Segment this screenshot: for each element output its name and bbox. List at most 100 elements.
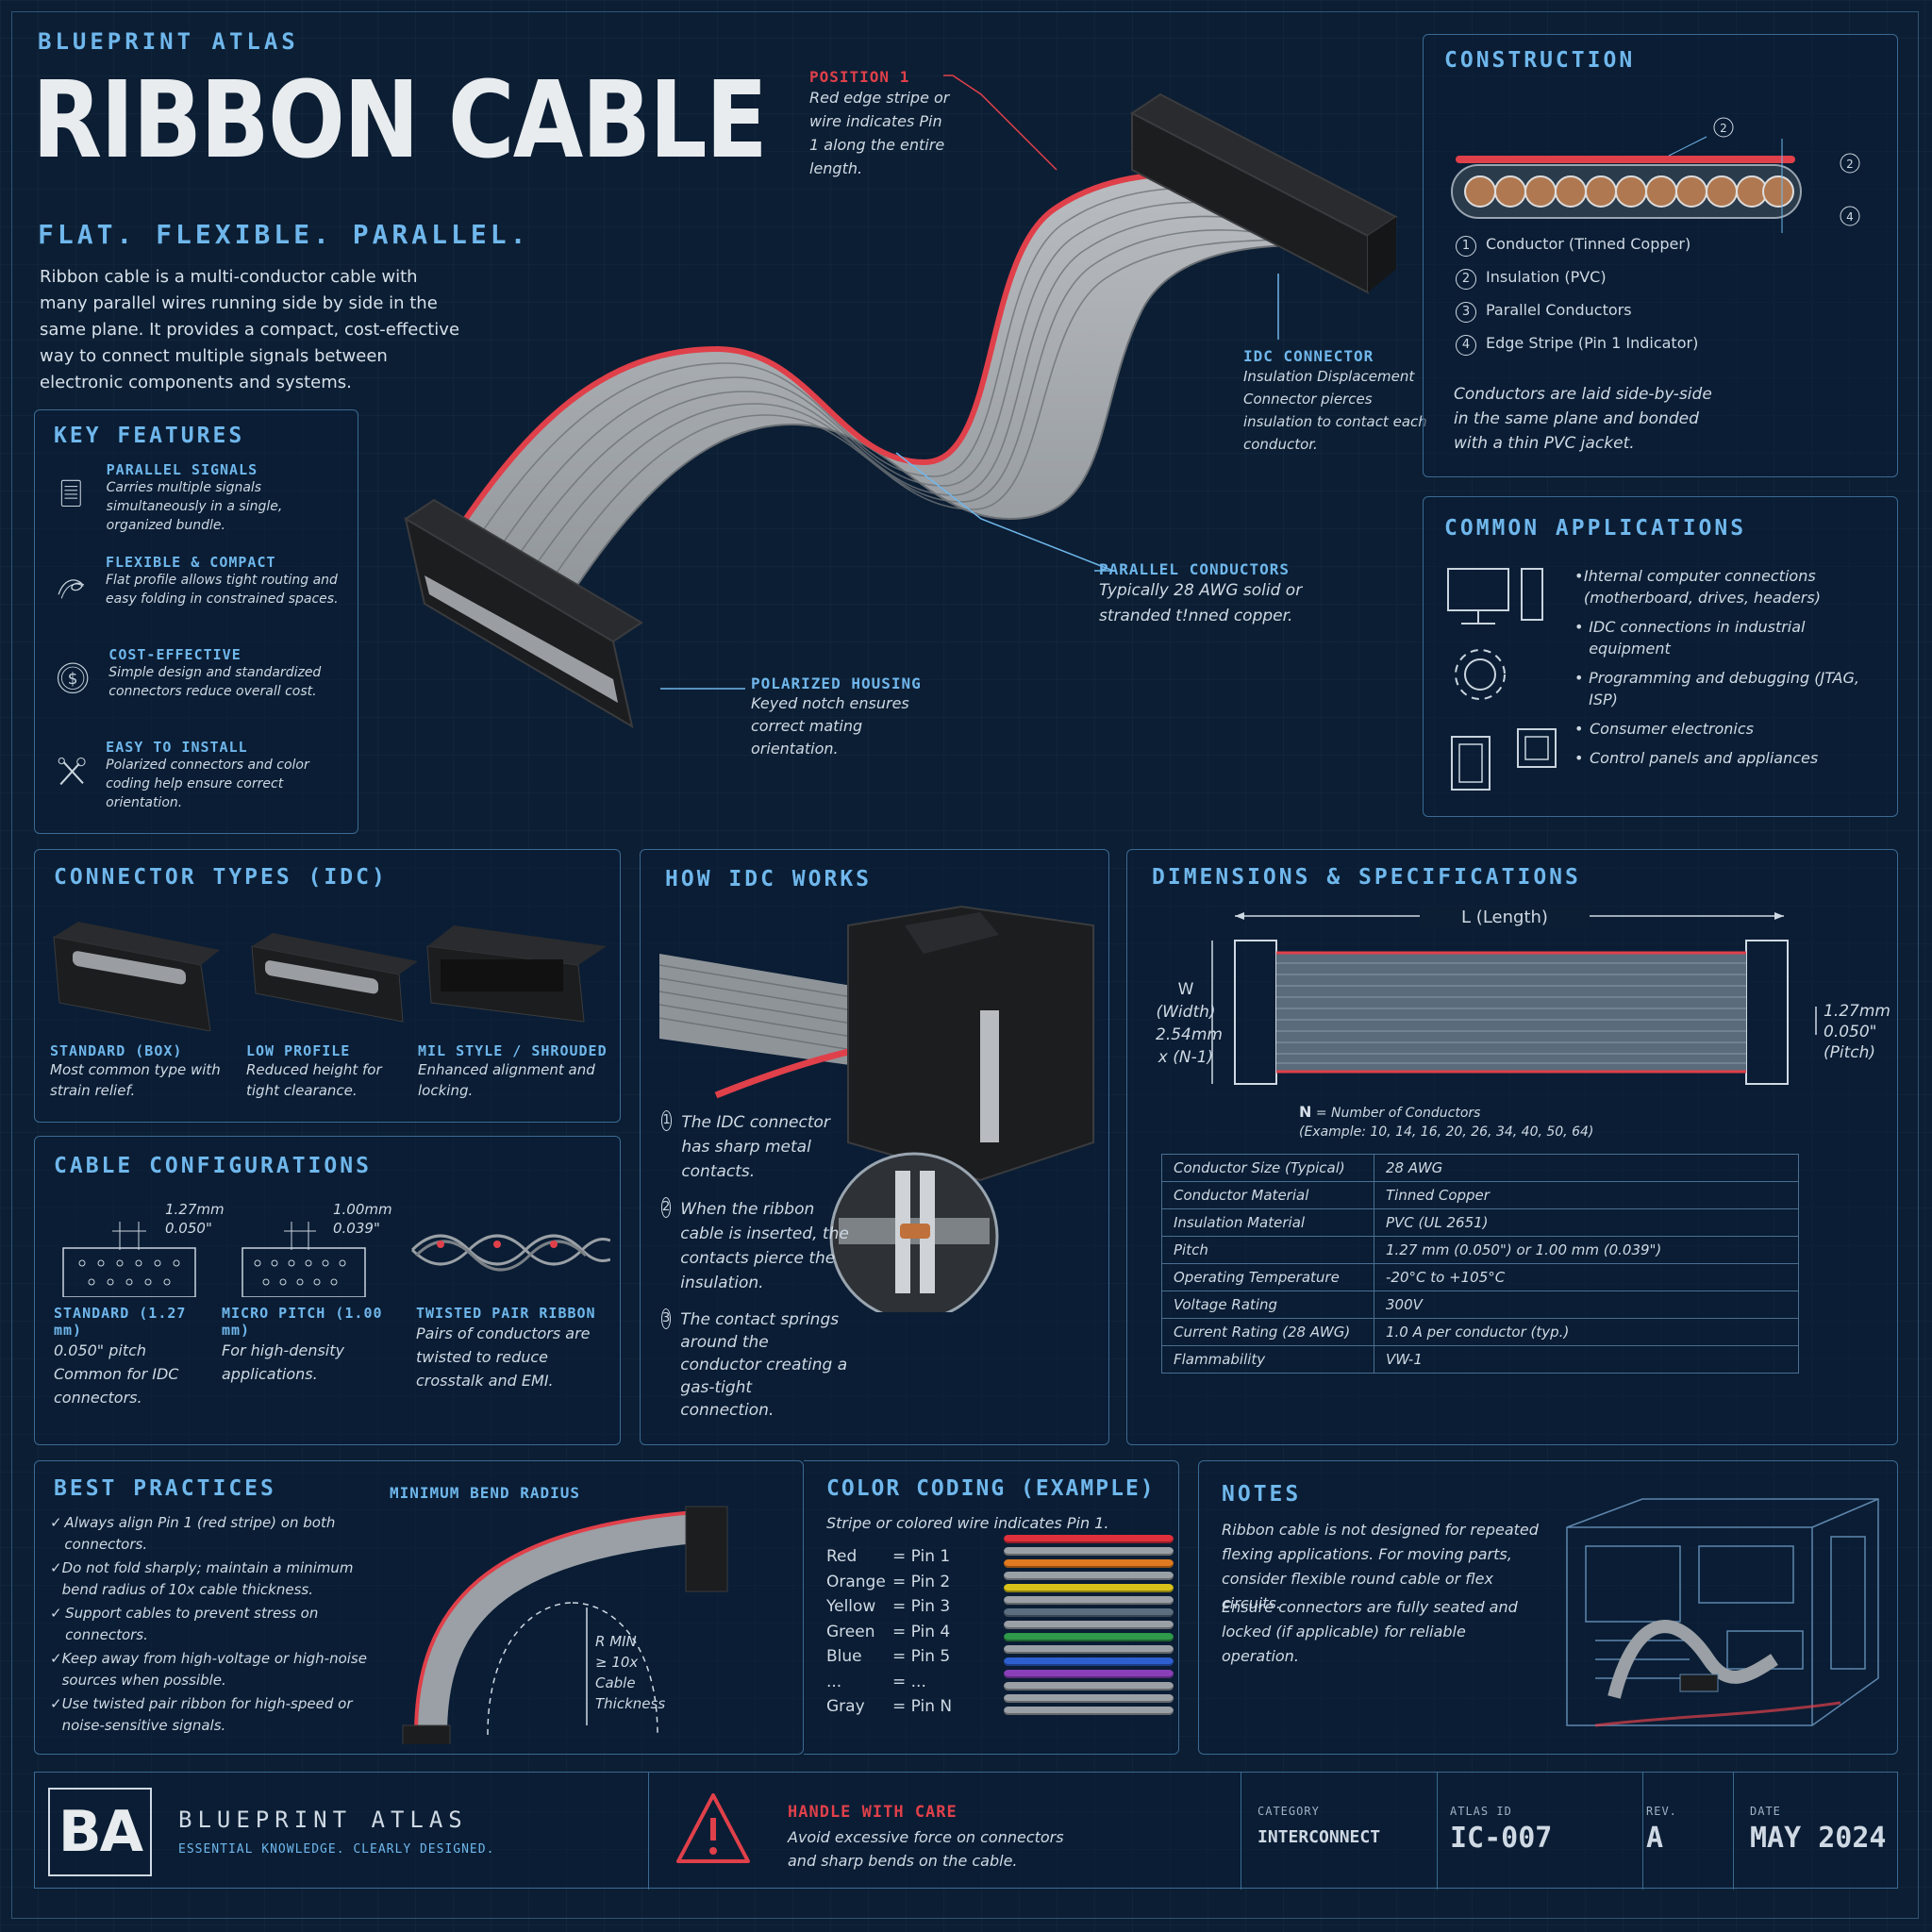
legend-num: 3	[1456, 302, 1476, 323]
legend-num: 4	[1456, 335, 1476, 356]
feature-title: COST-EFFECTIVE	[108, 646, 242, 663]
spec-table: Conductor Size (Typical)28 AWG Conductor…	[1161, 1154, 1799, 1374]
date-label: DATE	[1750, 1805, 1781, 1818]
footer-divider	[1437, 1773, 1438, 1890]
legend-text: Edge Stripe (Pin 1 Indicator)	[1486, 334, 1699, 352]
connector-type-title: STANDARD (BOX)	[50, 1042, 183, 1059]
parallel-text: Typically 28 AWG solid or stranded t!nne…	[1099, 581, 1303, 625]
category-label: CATEGORY	[1257, 1805, 1320, 1818]
footer-brand: BLUEPRINT ATLAS	[178, 1807, 468, 1833]
n-symbol: N	[1299, 1103, 1312, 1121]
atlas-id-field: ATLAS ID IC-007	[1450, 1805, 1552, 1855]
parallel-leader	[895, 452, 1114, 572]
revision-value: A	[1646, 1822, 1664, 1855]
notes-panel: NOTES Ribbon cable is not designed for r…	[1198, 1460, 1898, 1755]
connector-types-panel: CONNECTOR TYPES (IDC) STANDARD (BOX) Mos…	[34, 849, 621, 1123]
construction-note: Conductors are laid side-by-side in the …	[1454, 385, 1712, 453]
construction-heading: CONSTRUCTION	[1444, 48, 1636, 73]
notes-paragraph-1: Ribbon cable is not designed for repeate…	[1222, 1521, 1539, 1612]
colored-wire	[1004, 1707, 1174, 1715]
n-definition: N = Number of Conductors (Example: 10, 1…	[1299, 1103, 1593, 1140]
how-idc-panel: HOW IDC WORKS 1 The IDC connector has sha…	[640, 849, 1109, 1445]
list-icon	[60, 479, 81, 508]
date-value: MAY 2024	[1750, 1822, 1887, 1855]
colored-wire	[1004, 1633, 1174, 1641]
color-coding-panel: COLOR CODING (EXAMPLE) Stripe or colored…	[804, 1460, 1179, 1755]
twisted-pair-diagram	[410, 1234, 610, 1272]
configurations-heading: CABLE CONFIGURATIONS	[54, 1154, 372, 1178]
configuration-diagrams: 1.27mm 0.050" 1.00mm 0.039"	[62, 1201, 610, 1297]
micro-pitch-diagram: 1.00mm 0.039"	[242, 1201, 392, 1297]
footer-logo: BA	[48, 1788, 152, 1876]
configuration-item: STANDARD (1.27 mm) 0.050" pitch Common f…	[54, 1305, 214, 1409]
colored-wire	[1004, 1535, 1174, 1543]
idc-step: 1 The IDC connector has sharp metal conta…	[661, 1110, 850, 1184]
svg-text:$: $	[68, 669, 78, 688]
colored-wire	[1004, 1682, 1174, 1690]
configurations-panel: CABLE CONFIGURATIONS 1.27mm 0.050" 1.00m…	[34, 1136, 621, 1445]
connector-types-heading: CONNECTOR TYPES (IDC)	[54, 865, 388, 890]
folded-ribbon-icon	[58, 579, 85, 599]
configuration-title: STANDARD (1.27 mm)	[54, 1305, 187, 1339]
idc-zoom-circle	[829, 1152, 999, 1312]
position1-leader	[943, 75, 1058, 171]
gear-icon	[1455, 649, 1506, 700]
polarized-title: POLARIZED HOUSING	[751, 675, 922, 692]
connector-type-text: Enhanced alignment and locking.	[418, 1061, 595, 1099]
legend-text: Insulation (PVC)	[1486, 268, 1607, 286]
configuration-title: TWISTED PAIR RIBBON	[416, 1305, 596, 1322]
key-features-heading: KEY FEATURES	[54, 424, 245, 448]
idc-step-num: 2	[661, 1197, 672, 1218]
configuration-text: For high-density applications.	[222, 1341, 344, 1383]
idc-step-text: The IDC connector has sharp metal contac…	[681, 1113, 830, 1181]
cs-marker-1: 2	[1720, 122, 1727, 135]
color-coding-sub: Stripe or colored wire indicates Pin 1.	[826, 1514, 1109, 1532]
colored-wire	[1004, 1572, 1174, 1580]
outer-frame	[11, 11, 1919, 1919]
idc-step-num: 1	[661, 1110, 673, 1131]
dollar-icon: $	[57, 662, 89, 693]
application-icons	[1447, 568, 1557, 791]
how-idc-heading: HOW IDC WORKS	[665, 867, 873, 891]
practice-item: ✓Use twisted pair ribbon for high-speed …	[50, 1695, 353, 1734]
spec-row: Current Rating (28 AWG)1.0 A per conduct…	[1161, 1318, 1799, 1346]
parallel-title: PARALLEL CONDUCTORS	[1099, 560, 1291, 578]
computer-case-wireframe	[1566, 1498, 1879, 1727]
revision-field: REV. A	[1646, 1805, 1677, 1855]
best-practices-panel: BEST PRACTICES ✓Always align Pin 1 (red …	[34, 1460, 804, 1755]
footer-divider	[1733, 1773, 1734, 1890]
connector-type-item: LOW PROFILE Reduced height for tight cle…	[246, 1042, 407, 1101]
practice-item: ✓Support cables to prevent stress on con…	[50, 1605, 319, 1643]
position1-title: POSITION 1	[809, 68, 910, 86]
width-label: W (Width) 2.54mm x (N-1)	[1156, 978, 1223, 1069]
legend-text: Conductor (Tinned Copper)	[1486, 235, 1691, 253]
feature-text: Flat profile allows tight routing and ea…	[105, 573, 339, 607]
width-formula: x (N-1)	[1158, 1048, 1214, 1067]
n-example: (Example: 10, 14, 16, 20, 26, 34, 40, 50…	[1299, 1124, 1594, 1140]
warning-text: Avoid excessive force on connectors and …	[788, 1828, 1064, 1870]
pitch-mm: 1.27mm	[1824, 1002, 1890, 1021]
pin1-red-stripe	[450, 171, 1227, 540]
connector-type-text: Most common type with strain relief.	[50, 1061, 221, 1099]
cs-marker-3: 4	[1846, 210, 1854, 224]
color-row: Orange= Pin 2	[826, 1572, 951, 1591]
chip-icon	[1517, 728, 1557, 768]
right-idc-connector	[1130, 92, 1398, 294]
bend-radius-illustration	[402, 1506, 728, 1744]
atlas-id-value: IC-007	[1450, 1822, 1553, 1855]
configuration-item: TWISTED PAIR RIBBON Pairs of conductors …	[416, 1305, 605, 1392]
pitch-word: (Pitch)	[1824, 1043, 1876, 1062]
idc-callout: IDC CONNECTOR Insulation Displacement Co…	[1243, 347, 1432, 456]
dimensions-heading: DIMENSIONS & SPECIFICATIONS	[1152, 865, 1581, 890]
bend-radius-title: MINIMUM BEND RADIUS	[390, 1484, 581, 1502]
application-list: •Ihternal computer connections (motherbo…	[1574, 565, 1876, 776]
application-item: •Consumer electronics	[1574, 720, 1754, 738]
